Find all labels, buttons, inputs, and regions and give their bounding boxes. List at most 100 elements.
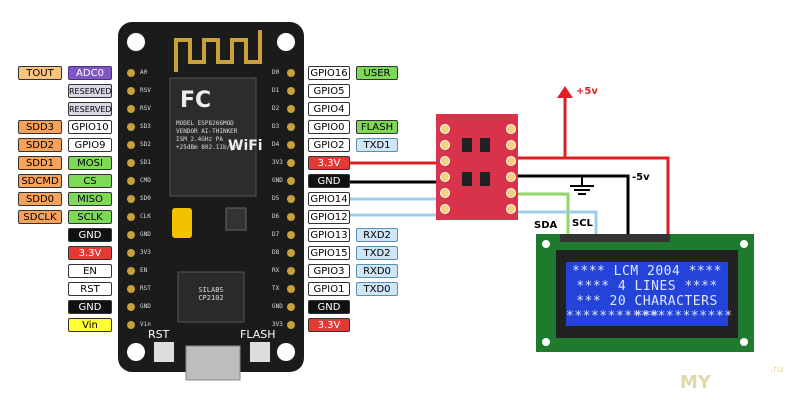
plus5v-label: +5v [576, 86, 598, 97]
level-shifter-pin [506, 156, 516, 166]
pin-label-v33-r2: 3.3V [308, 318, 350, 332]
watermark-suffix: .ru [770, 364, 784, 375]
pin-label-gpio1: GPIO1 [308, 282, 350, 296]
pin-label-gpio14: GPIO14 [308, 192, 350, 206]
board-pin-right [287, 231, 295, 239]
lcd-hole-bl [542, 338, 550, 346]
rst-button-body[interactable] [154, 342, 174, 362]
flash-label: FLASH [240, 328, 276, 341]
pin-label-gnd-l2: GND [68, 300, 112, 314]
minus5v-label: -5v [632, 172, 650, 183]
board-pin-left-label: SD1 [140, 159, 151, 166]
board-pin-right-label: TX [272, 285, 280, 292]
wire-lcd-vcc [512, 156, 670, 240]
board-pin-right [287, 303, 295, 311]
pin-label-gnd-r2: GND [308, 300, 350, 314]
lcd-hole-tr [740, 240, 748, 248]
pin-label-sdcmd: SDCMD [18, 174, 62, 188]
pin-label-tout: TOUT [18, 66, 62, 80]
level-shifter-pcb [436, 114, 518, 220]
board-pin-left [127, 321, 135, 329]
board-pin-left [127, 303, 135, 311]
board-pin-right-label: GND [272, 303, 283, 310]
level-shifter-ic-4 [480, 172, 490, 186]
pin-label-rst: RST [68, 282, 112, 296]
board-pin-left-label: RSV [140, 87, 151, 94]
board-pin-right [287, 141, 295, 149]
watermark: MY [680, 372, 711, 393]
esp-module [169, 77, 257, 197]
board-pin-right-label: 3V3 [272, 159, 283, 166]
pin-label-flash: FLASH [356, 120, 398, 134]
lcd-screen [566, 262, 728, 326]
board-pin-right [287, 249, 295, 257]
pin-label-gnd-r1: GND [308, 174, 350, 188]
pin-label-rxd0: RXD0 [356, 264, 398, 278]
board-pin-right-label: D8 [272, 249, 280, 256]
level-shifter-pin [506, 172, 516, 182]
pin-label-mosi: MOSI [68, 156, 112, 170]
lcd-line-4: ******************** [566, 309, 733, 324]
usb-port [185, 345, 241, 381]
mount-hole-tr [277, 33, 295, 51]
level-shifter-pin [506, 188, 516, 198]
board-pin-right [287, 321, 295, 329]
board-pin-left [127, 285, 135, 293]
mount-hole-br [277, 343, 295, 361]
pin-label-miso: MISO [68, 192, 112, 206]
wire-sda [512, 192, 570, 240]
level-shifter-pin [440, 140, 450, 150]
board-pin-left [127, 267, 135, 275]
pin-label-gpio16: GPIO16 [308, 66, 350, 80]
pin-label-user: USER [356, 66, 398, 80]
board-pin-right-label: D7 [272, 231, 280, 238]
pin-label-adc0: ADC0 [68, 66, 112, 80]
board-pin-right [287, 105, 295, 113]
pin-label-rxd2: RXD2 [356, 228, 398, 242]
pin-label-sdd3: SDD3 [18, 120, 62, 134]
pin-label-sdd0: SDD0 [18, 192, 62, 206]
pin-label-gpio5: GPIO5 [308, 84, 350, 98]
level-shifter-pin [440, 156, 450, 166]
board-pin-left-label: SD3 [140, 123, 151, 130]
board-pin-left-label: SD2 [140, 141, 151, 148]
wifi-logo: WiFi [228, 138, 263, 154]
board-pin-left [127, 123, 135, 131]
flash-button-body[interactable] [250, 342, 270, 362]
capacitor-yellow [172, 208, 192, 238]
antenna-trace [174, 30, 262, 72]
pin-label-txd1: TXD1 [356, 138, 398, 152]
board-pin-left [127, 69, 135, 77]
pin-label-sclk: SCLK [68, 210, 112, 224]
board-pin-right [287, 177, 295, 185]
board-pin-right [287, 213, 295, 221]
board-pin-left-label: A0 [140, 69, 148, 76]
pin-label-gpio13: GPIO13 [308, 228, 350, 242]
pin-label-gpio3: GPIO3 [308, 264, 350, 278]
level-shifter-pin [440, 124, 450, 134]
board-pin-right-label: RX [272, 267, 280, 274]
board-pin-left [127, 213, 135, 221]
board-pin-right-label: GND [272, 177, 283, 184]
wire-scl [512, 210, 598, 240]
lcd-hole-br [740, 338, 748, 346]
chip-text: SILABS CP2102 [198, 286, 224, 302]
board-pin-left [127, 195, 135, 203]
pin-label-sdclk: SDCLK [18, 210, 62, 224]
level-shifter-ic-1 [462, 138, 472, 152]
pin-label-gpio12: GPIO12 [308, 210, 350, 224]
lcd-header [560, 234, 670, 242]
level-shifter-ic-3 [462, 172, 472, 186]
board-pin-left-label: RST [140, 285, 151, 292]
board-pin-right-label: D5 [272, 195, 280, 202]
module-text: MODEL ESP8266MOD VENDOR AI-THINKER ISM 2… [176, 120, 242, 151]
board-pin-left-label: GND [140, 303, 151, 310]
rst-label: RST [148, 328, 170, 341]
pin-label-reserved-2: RESERVED [68, 102, 112, 116]
board-pin-left-label: EN [140, 267, 148, 274]
lcd-line-3: *** 20 CHARACTERS *** [576, 294, 718, 324]
wire-plus5v-arrow [557, 86, 573, 98]
